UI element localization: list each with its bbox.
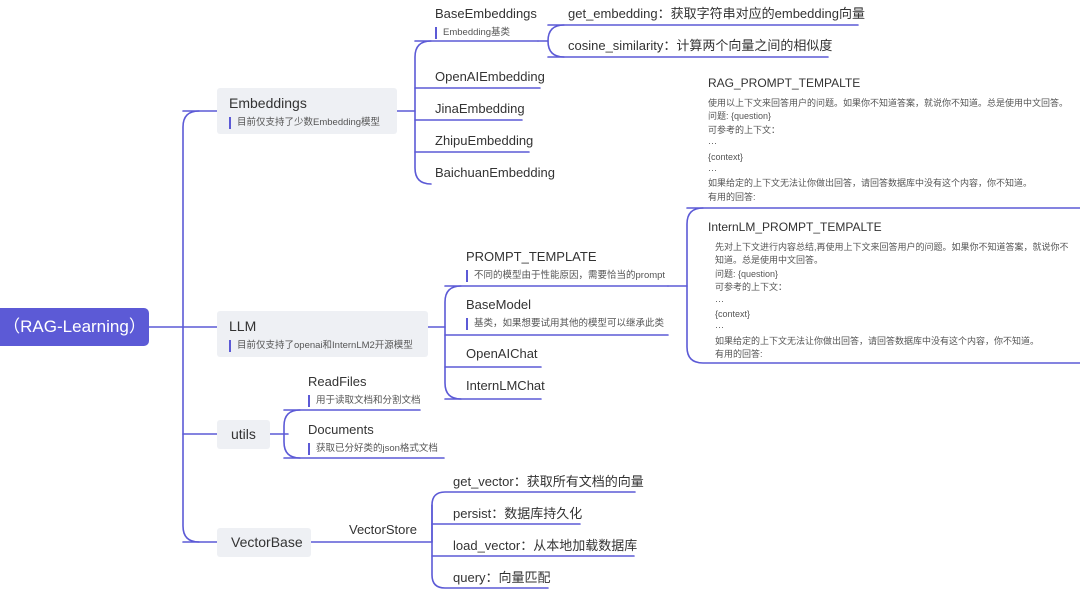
internlm-prompt-line: 问题: {question} <box>715 268 779 279</box>
readfiles-note: 用于读取文档和分割文档 <box>308 395 421 407</box>
rag-prompt-line: ··· <box>708 165 717 176</box>
llm-note: 目前仅支持了openai和InternLM2开源模型 <box>229 340 413 352</box>
internlm-prompt-title[interactable]: InternLM_PROMPT_TEMPALTE <box>708 220 882 234</box>
vectorbase-title: VectorBase <box>231 534 303 550</box>
internlm-prompt-line: ··· <box>715 295 724 306</box>
rag-prompt-line: 问题: {question} <box>708 111 772 122</box>
documents-label[interactable]: Documents <box>308 422 374 437</box>
internlm-prompt-line: 如果给定的上下文无法让你做出回答，请回答数据库中没有这个内容，你不知道。 <box>715 335 1040 346</box>
rag-prompt-line: 使用以上下文来回答用户的问题。如果你不知道答案，就说你不知道。总是使用中文回答。 <box>708 98 1069 108</box>
rag-prompt-line: ··· <box>708 138 717 149</box>
llm-item-openai-chat[interactable]: OpenAIChat <box>466 346 538 361</box>
rag-prompt-block: RAG_PROMPT_TEMPALTE 使用以上下文来回答用户的问题。如果你不知… <box>708 75 1078 204</box>
documents-note: 获取已分好类的json格式文档 <box>308 443 438 455</box>
base-embeddings-note: Embedding基类 <box>435 27 510 39</box>
method-query[interactable]: query：向量匹配 <box>453 570 551 585</box>
root-node[interactable]: （RAG-Learning） <box>0 308 149 346</box>
utils-title: utils <box>231 426 256 442</box>
vectorstore-label[interactable]: VectorStore <box>349 522 417 537</box>
embeddings-note: 目前仅支持了少数Embedding模型 <box>229 117 380 129</box>
base-embeddings-label[interactable]: BaseEmbeddings <box>435 6 537 21</box>
readfiles-label[interactable]: ReadFiles <box>308 374 367 389</box>
rag-prompt-line: 有用的回答: <box>708 191 756 202</box>
embedding-item-jina[interactable]: JinaEmbedding <box>435 101 525 116</box>
utils-node[interactable]: utils <box>217 420 270 449</box>
embedding-item-openai[interactable]: OpenAIEmbedding <box>435 69 545 84</box>
rag-prompt-line: 可参考的上下文： <box>708 124 781 135</box>
internlm-prompt-line: 可参考的上下文： <box>715 282 788 293</box>
method-get-embedding[interactable]: get_embedding：获取字符串对应的embedding向量 <box>568 6 865 21</box>
base-model-note: 基类，如果想要试用其他的模型可以继承此类 <box>466 318 664 330</box>
rag-prompt-line: {context} <box>708 151 744 162</box>
embedding-item-zhipu[interactable]: ZhipuEmbedding <box>435 133 534 148</box>
method-persist[interactable]: persist：数据库持久化 <box>453 506 583 521</box>
llm-title: LLM <box>229 318 257 334</box>
prompt-template-label[interactable]: PROMPT_TEMPLATE <box>466 249 597 264</box>
method-get-vector[interactable]: get_vector：获取所有文档的向量 <box>453 474 644 489</box>
method-load-vector[interactable]: load_vector：从本地加载数据库 <box>453 538 638 553</box>
embeddings-node[interactable]: Embeddings 目前仅支持了少数Embedding模型 <box>217 88 397 134</box>
embeddings-title: Embeddings <box>229 95 307 111</box>
rag-prompt-line: 如果给定的上下文无法让你做出回答，请回答数据库中没有这个内容，你不知道。 <box>708 178 1033 189</box>
method-cosine-similarity[interactable]: cosine_similarity：计算两个向量之间的相似度 <box>568 38 833 53</box>
rag-prompt-title[interactable]: RAG_PROMPT_TEMPALTE <box>708 76 861 90</box>
llm-item-internlm-chat[interactable]: InternLMChat <box>466 378 545 393</box>
llm-node[interactable]: LLM 目前仅支持了openai和InternLM2开源模型 <box>217 311 428 357</box>
internlm-prompt-line: 先对上下文进行内容总结,再使用上下文来回答用户的问题。如果你不知道答案，就说你不… <box>715 242 1069 266</box>
internlm-prompt-line: ··· <box>715 322 724 333</box>
base-model-label[interactable]: BaseModel <box>466 297 532 312</box>
vectorbase-node[interactable]: VectorBase <box>217 528 311 557</box>
internlm-prompt-line: 有用的回答: <box>715 349 763 360</box>
prompt-template-note: 不同的模型由于性能原因，需要恰当的prompt <box>466 270 665 282</box>
embedding-item-baichuan[interactable]: BaichuanEmbedding <box>435 165 555 180</box>
internlm-prompt-line: {context} <box>715 309 751 320</box>
internlm-prompt-block: InternLM_PROMPT_TEMPALTE 先对上下文进行内容总结,再使用… <box>708 219 1077 362</box>
